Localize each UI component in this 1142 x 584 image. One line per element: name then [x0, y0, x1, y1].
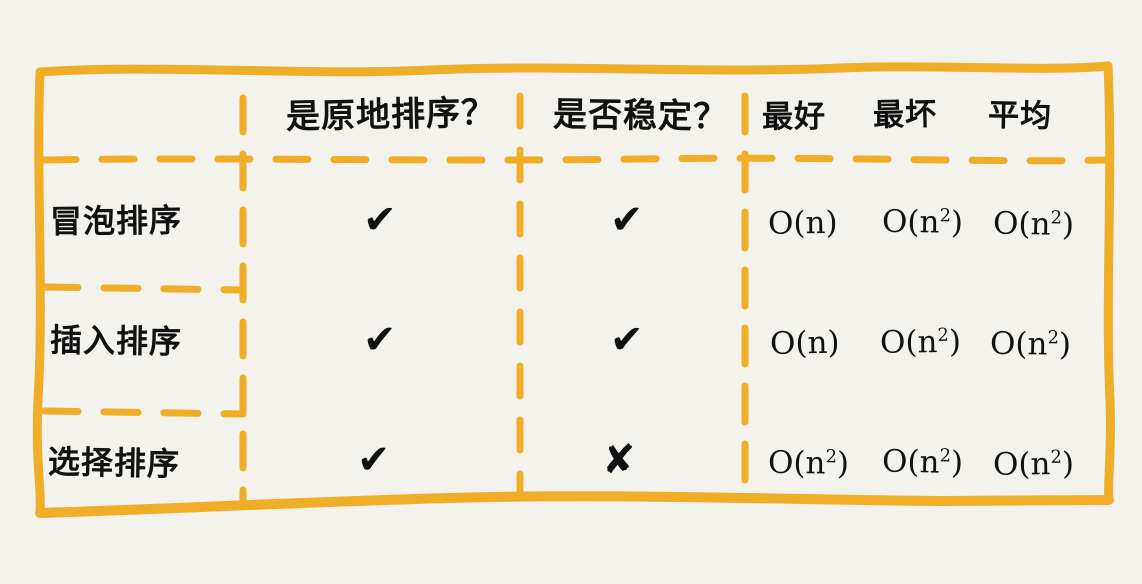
row-separator-1 — [40, 283, 247, 294]
row-separator-2 — [40, 407, 247, 418]
cell-bubble-worst: O(n2) — [881, 203, 964, 241]
cell-insertion-worst: O(n2) — [879, 323, 962, 361]
cell-selection-stable: ✘ — [601, 436, 636, 484]
complexity-base: O(n — [992, 446, 1051, 483]
complexity-exponent: 2 — [937, 324, 949, 346]
column-header-worst: 最坏 — [872, 96, 938, 134]
complexity-base: O(n — [767, 444, 826, 482]
complexity-exponent: 2 — [939, 445, 952, 467]
cell-insertion-in-place: ✔ — [362, 316, 397, 364]
cell-bubble-stable: ✔ — [609, 196, 644, 244]
cell-selection-in-place: ✔ — [356, 436, 391, 484]
complexity-base: O(n — [881, 203, 940, 241]
column-header-in-place: 是原地排序？ — [285, 92, 497, 138]
frame-right-edge — [1103, 61, 1115, 505]
complexity-paren: ) — [1061, 206, 1075, 244]
row-label-selection-sort: 选择排序 — [47, 442, 181, 484]
complexity-paren: ) — [950, 204, 964, 241]
cell-selection-best: O(n2) — [767, 444, 850, 482]
complexity-paren: ) — [1061, 445, 1075, 483]
cell-bubble-average: O(n2) — [992, 205, 1075, 244]
frame-bottom-edge — [35, 491, 1114, 518]
column-header-average: 平均 — [987, 97, 1053, 135]
complexity-paren: ) — [950, 444, 964, 482]
complexity-base: O(n — [769, 324, 828, 363]
column-header-stable: 是否稳定？ — [552, 94, 729, 138]
cell-insertion-best: O(n) — [769, 324, 840, 363]
complexity-base: O(n — [992, 205, 1051, 243]
complexity-exponent: 2 — [1047, 327, 1060, 349]
complexity-exponent: 2 — [1050, 446, 1062, 468]
complexity-paren: ) — [825, 204, 838, 242]
complexity-base: O(n — [881, 443, 940, 481]
complexity-exponent: 2 — [939, 205, 952, 227]
row-label-insertion-sort: 插入排序 — [49, 321, 183, 361]
cell-bubble-in-place: ✔ — [362, 196, 397, 244]
complexity-base: O(n — [989, 325, 1048, 363]
frame-top-edge — [35, 61, 1113, 77]
cell-selection-worst: O(n2) — [881, 443, 964, 482]
cell-insertion-average: O(n2) — [989, 325, 1072, 363]
complexity-paren: ) — [948, 323, 962, 361]
cell-selection-average: O(n2) — [992, 445, 1075, 483]
frame-left-edge — [32, 67, 45, 518]
complexity-exponent: 2 — [1050, 207, 1063, 229]
column-header-best: 最好 — [761, 98, 827, 136]
complexity-paren: ) — [827, 324, 840, 361]
complexity-exponent: 2 — [825, 446, 838, 468]
cell-bubble-best: O(n) — [767, 204, 838, 242]
row-label-bubble-sort: 冒泡排序 — [49, 201, 183, 241]
header-separator-line — [40, 154, 1110, 165]
complexity-paren: ) — [1058, 326, 1072, 363]
complexity-paren: ) — [836, 445, 850, 482]
cell-insertion-stable: ✔ — [609, 316, 644, 364]
complexity-base: O(n — [767, 205, 826, 242]
complexity-base: O(n — [879, 324, 938, 361]
